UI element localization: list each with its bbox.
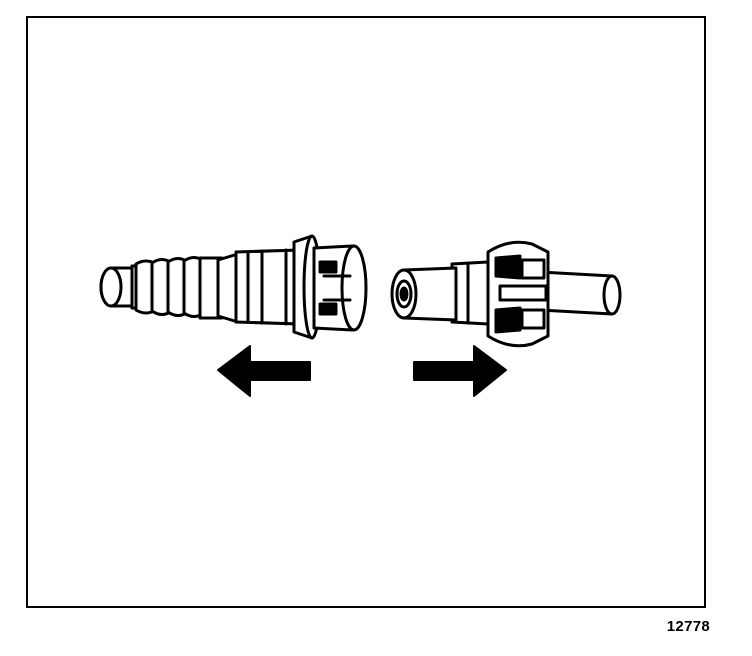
left-connector-assembly [99, 234, 368, 340]
diagram-frame [26, 16, 706, 608]
right-pipe [538, 270, 614, 316]
socket-slot-bottom [318, 302, 338, 316]
arrow-left [217, 345, 311, 397]
socket-slot-top [318, 260, 338, 274]
ribbed-hose [130, 256, 206, 318]
arrow-right [413, 345, 507, 397]
connector-body [234, 248, 302, 326]
figure-number: 12778 [666, 618, 710, 635]
left-tube-end-face [99, 266, 123, 308]
right-pipe-assembly [390, 240, 622, 348]
